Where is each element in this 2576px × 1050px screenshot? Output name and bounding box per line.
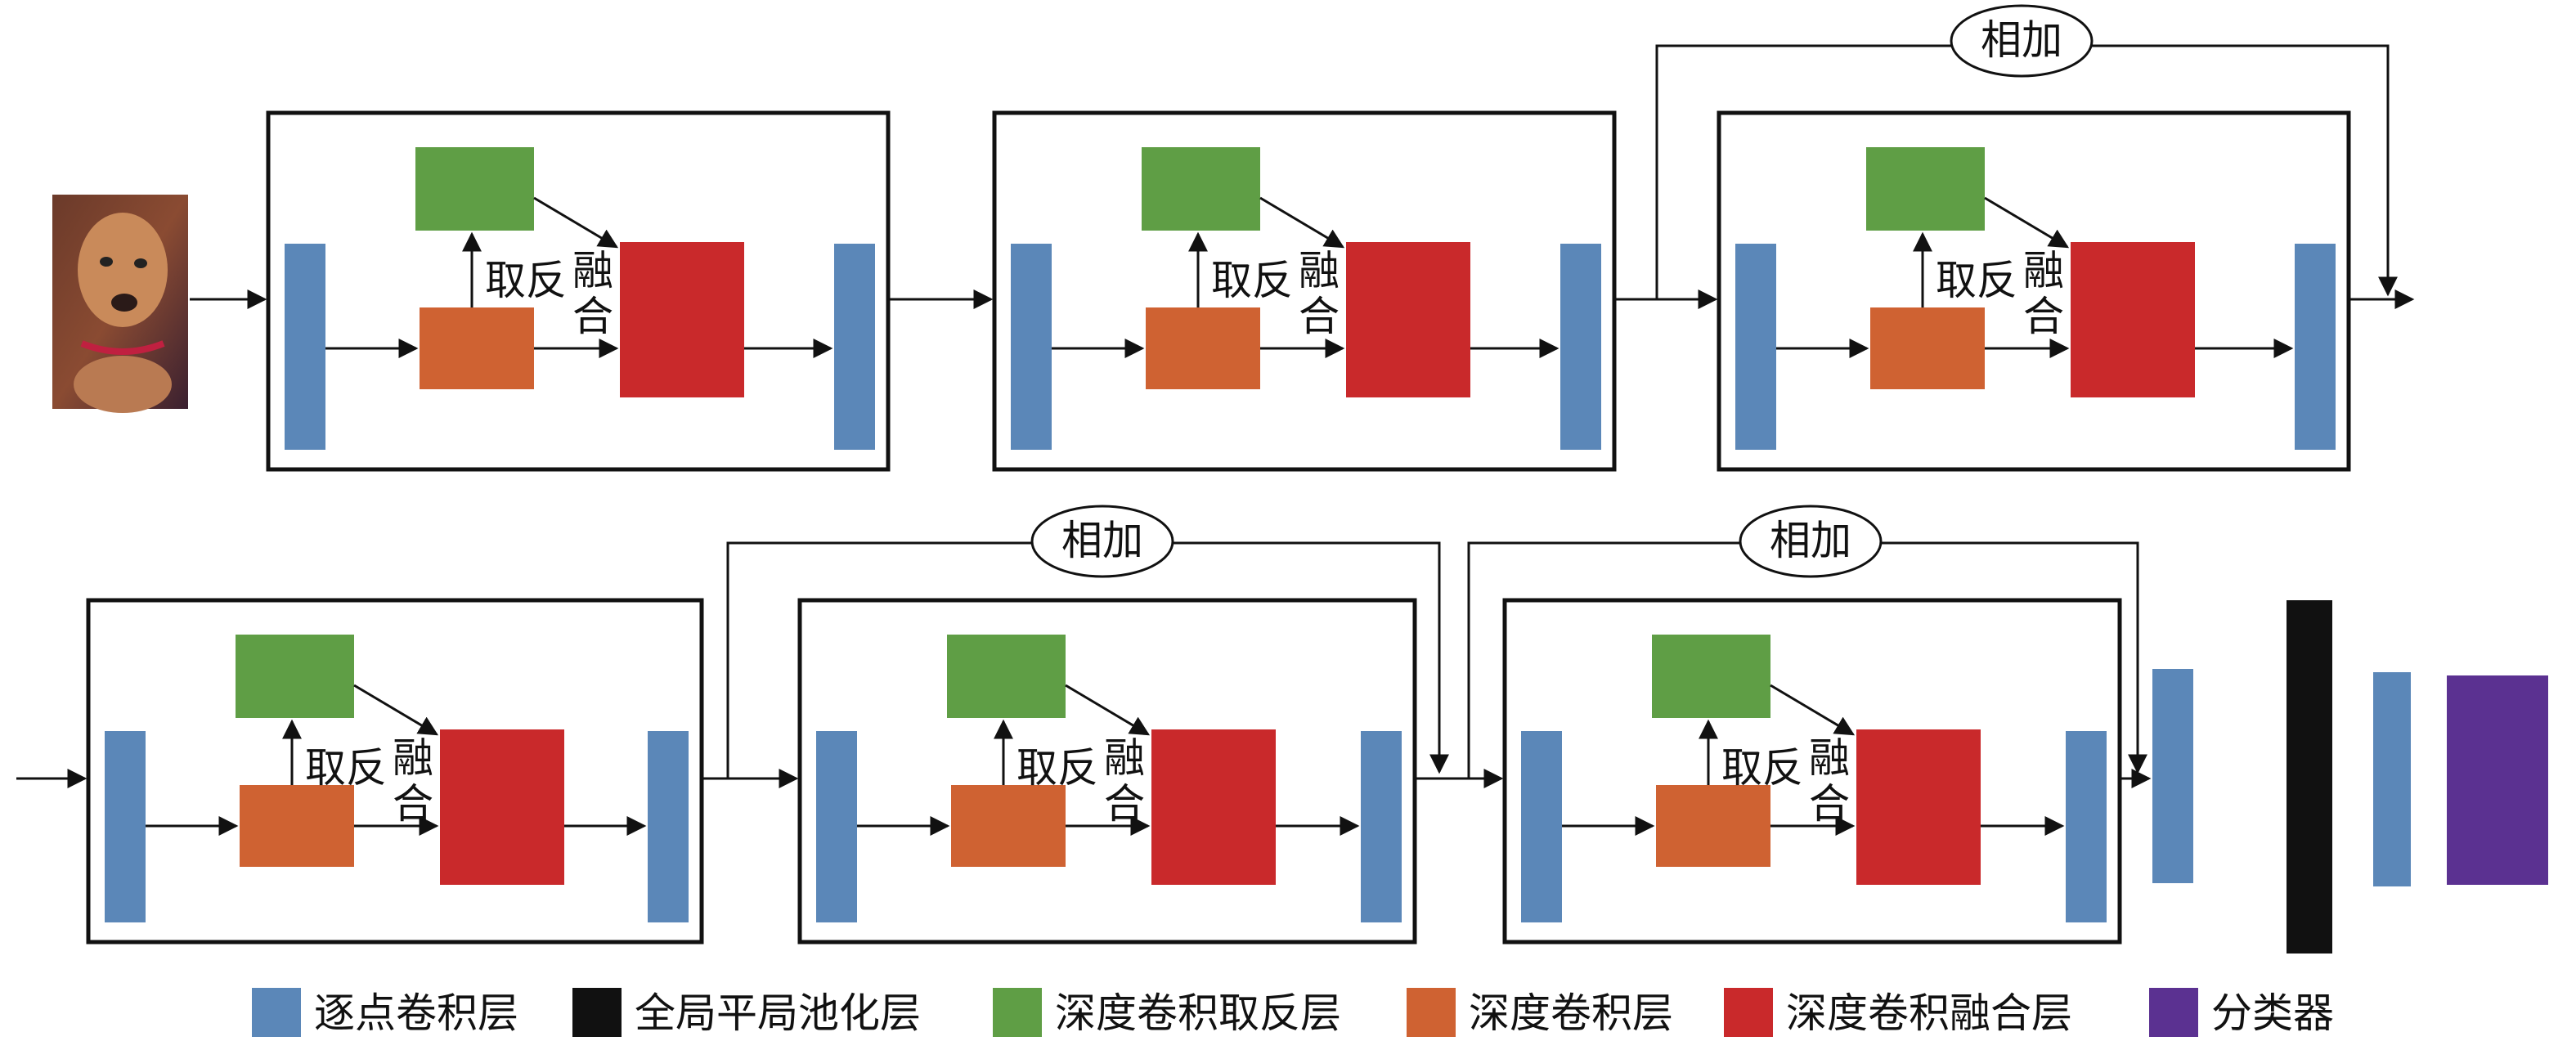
pointwise-conv-bar — [1011, 244, 1052, 450]
block-frame — [797, 598, 1417, 945]
depthwise-fusion-box — [440, 729, 564, 885]
depthwise-fusion-box — [1346, 242, 1470, 397]
fuse-label: 合 — [1809, 780, 1850, 828]
inverted-residual-block: 取反融合 — [1717, 110, 2351, 472]
invert-label: 取反 — [1721, 744, 1803, 792]
depthwise-invert-box — [947, 635, 1066, 718]
pointwise-conv-bar — [2152, 669, 2193, 883]
block-frame — [266, 110, 891, 472]
depthwise-conv-box — [1870, 307, 1985, 389]
fuse-label: 合 — [572, 293, 613, 340]
pointwise-conv-bar — [648, 731, 689, 922]
depthwise-invert-box — [1866, 147, 1985, 231]
legend-swatch-gap — [572, 988, 622, 1037]
fuse-label: 合 — [2023, 293, 2064, 340]
invert-label: 取反 — [1936, 257, 2017, 304]
depthwise-conv-box — [420, 307, 534, 389]
depthwise-conv-box — [951, 785, 1066, 867]
arrow — [1259, 196, 1345, 249]
arrow — [533, 196, 619, 249]
add-node — [1950, 4, 2094, 78]
inverted-residual-block: 取反融合 — [797, 598, 1417, 945]
depthwise-conv-box — [1656, 785, 1770, 867]
fuse-label: 融 — [2023, 247, 2064, 294]
legend-label-depthwise: 深度卷积层 — [1469, 989, 1673, 1037]
pointwise-conv-bar — [285, 244, 325, 450]
legend-label-classifier: 分类器 — [2211, 989, 2334, 1037]
pointwise-conv-bar — [2066, 731, 2107, 922]
add-label: 相加 — [1981, 16, 2062, 64]
pointwise-conv-bar — [1361, 731, 1402, 922]
add-label: 相加 — [1061, 517, 1143, 564]
legend-label-gap: 全局平局池化层 — [635, 989, 921, 1037]
inverted-residual-block: 取反融合 — [86, 598, 704, 945]
pointwise-conv-bar — [2373, 672, 2411, 886]
pointwise-conv-bar — [2295, 244, 2336, 450]
depthwise-conv-box — [240, 785, 354, 867]
inverted-residual-block: 取反融合 — [1502, 598, 2122, 945]
arrow — [1065, 684, 1151, 736]
invert-label: 取反 — [305, 744, 387, 792]
block-frame — [992, 110, 1617, 472]
block-frame — [1717, 110, 2351, 472]
depthwise-conv-box — [1146, 307, 1260, 389]
pointwise-conv-bar — [1521, 731, 1562, 922]
fuse-label: 融 — [1104, 734, 1145, 782]
legend-label-fusion: 深度卷积融合层 — [1786, 989, 2072, 1037]
global-pooling-bar — [2287, 600, 2332, 954]
classifier-box — [2447, 675, 2548, 885]
fuse-label: 合 — [1104, 780, 1145, 828]
depthwise-fusion-box — [1151, 729, 1276, 885]
pointwise-conv-bar — [834, 244, 875, 450]
depthwise-invert-box — [415, 147, 534, 231]
inverted-residual-block: 取反融合 — [992, 110, 1617, 472]
depthwise-fusion-box — [620, 242, 744, 397]
add-node — [1739, 505, 1883, 578]
input-image — [52, 195, 188, 413]
depthwise-fusion-box — [2071, 242, 2195, 397]
legend-swatch-depthwise — [1407, 988, 1456, 1037]
fuse-label: 融 — [1809, 734, 1850, 782]
depthwise-invert-box — [1142, 147, 1260, 231]
invert-label: 取反 — [485, 257, 567, 304]
depthwise-invert-box — [236, 635, 354, 718]
depthwise-invert-box — [1652, 635, 1770, 718]
invert-label: 取反 — [1016, 744, 1098, 792]
legend-swatch-invert — [993, 988, 1042, 1037]
arrow — [1984, 196, 2070, 249]
legend-swatch-fusion — [1724, 988, 1773, 1037]
legend-label-invert: 深度卷积取反层 — [1055, 989, 1341, 1037]
fuse-label: 融 — [572, 247, 613, 294]
arrow — [1770, 684, 1856, 736]
fuse-label: 合 — [393, 780, 433, 828]
invert-label: 取反 — [1211, 257, 1293, 304]
add-node — [1030, 505, 1174, 578]
add-label: 相加 — [1770, 517, 1851, 564]
block-frame — [86, 598, 704, 945]
pointwise-conv-bar — [1560, 244, 1601, 450]
inverted-residual-block: 取反融合 — [266, 110, 891, 472]
block-frame — [1502, 598, 2122, 945]
depthwise-fusion-box — [1856, 729, 1981, 885]
legend-swatch-classifier — [2149, 988, 2198, 1037]
fuse-label: 融 — [393, 734, 433, 782]
pointwise-conv-bar — [816, 731, 857, 922]
arrow — [353, 684, 439, 736]
fuse-label: 合 — [1299, 293, 1340, 340]
fuse-label: 融 — [1299, 247, 1340, 294]
legend-swatch-pointwise — [252, 988, 301, 1037]
pointwise-conv-bar — [1735, 244, 1776, 450]
pointwise-conv-bar — [105, 731, 146, 922]
legend-label-pointwise: 逐点卷积层 — [314, 989, 518, 1037]
legend: 逐点卷积层 全局平局池化层 深度卷积取反层 深度卷积层 深度卷积融合层 分类器 — [252, 988, 2334, 1037]
